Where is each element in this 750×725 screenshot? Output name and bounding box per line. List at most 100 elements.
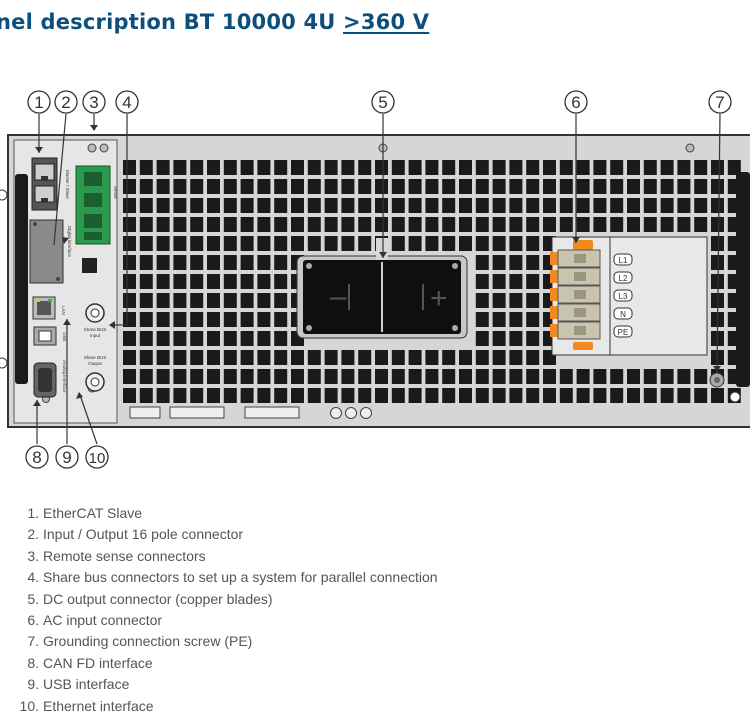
vent-slot xyxy=(526,312,540,327)
vent-slot xyxy=(727,312,741,327)
vent-slot xyxy=(408,350,422,365)
vent-slot xyxy=(475,274,489,289)
vent-slot xyxy=(459,388,472,403)
ac-terminal-tab xyxy=(550,252,558,265)
legend-item-text: AC input connector xyxy=(43,611,163,628)
vent-slot xyxy=(576,388,590,403)
callout-circle xyxy=(25,445,49,469)
vent-slot xyxy=(509,274,523,289)
vent-slot xyxy=(391,179,405,194)
vent-slot xyxy=(459,179,472,194)
vent-slot xyxy=(627,160,640,175)
bottom-round-3 xyxy=(360,407,372,419)
vent-slot xyxy=(307,217,321,232)
vent-slot xyxy=(291,350,304,365)
vent-slot xyxy=(139,293,153,308)
callout-number: 2 xyxy=(61,93,70,112)
page-title: nel description BT 10000 4U >360 V xyxy=(0,10,430,34)
vent-slot xyxy=(492,274,506,289)
vent-slot xyxy=(643,388,657,403)
vent-slot xyxy=(190,160,204,175)
ac-terminal-tab xyxy=(550,270,558,283)
vent-slot xyxy=(257,198,271,213)
analog-interface-port xyxy=(33,362,57,398)
vent-slot xyxy=(223,217,237,232)
vent-slot xyxy=(660,388,674,403)
vent-slot xyxy=(509,217,523,232)
left-mount-hole-top xyxy=(0,189,8,201)
legend-item-text: USB interface xyxy=(43,676,130,693)
ac-terminal-label: L2 xyxy=(619,274,628,283)
vent-slot xyxy=(223,293,237,308)
vent-slot xyxy=(727,331,741,346)
vent-slot xyxy=(207,179,220,194)
vent-slot xyxy=(475,331,489,346)
vent-slot xyxy=(727,217,741,232)
vent-slot xyxy=(207,255,220,270)
vent-slot xyxy=(358,198,372,213)
vent-slot xyxy=(576,198,590,213)
callout-number: 1 xyxy=(34,93,43,112)
vent-slot xyxy=(391,236,405,251)
legend-item: 10.Ethernet interface xyxy=(0,696,438,717)
vent-slot xyxy=(207,198,220,213)
vent-slot xyxy=(291,160,304,175)
vent-slot xyxy=(643,160,657,175)
vent-slot xyxy=(139,236,153,251)
vent-slot xyxy=(257,255,271,270)
vent-slot xyxy=(324,236,338,251)
vent-slot xyxy=(257,274,271,289)
vent-slot xyxy=(190,179,204,194)
vent-slot xyxy=(207,388,220,403)
vent-slot xyxy=(492,331,506,346)
vent-slot xyxy=(223,312,237,327)
vent-slot xyxy=(324,217,338,232)
vent-slot xyxy=(240,331,254,346)
vent-slot xyxy=(425,217,439,232)
vent-slot xyxy=(442,217,456,232)
vent-slot xyxy=(727,179,741,194)
vent-slot xyxy=(240,274,254,289)
vent-slot xyxy=(324,388,338,403)
vent-slot xyxy=(324,198,338,213)
vent-slot xyxy=(543,369,556,384)
vent-slot xyxy=(492,160,506,175)
legend-item-number: 2. xyxy=(27,526,39,543)
vent-slot xyxy=(425,160,439,175)
vent-slot xyxy=(610,217,624,232)
legend-item-number: 6. xyxy=(27,611,39,628)
vent-slot xyxy=(156,255,170,270)
vent-slot xyxy=(425,388,439,403)
vent-slot xyxy=(257,217,271,232)
vent-slot xyxy=(291,236,304,251)
vent-slot xyxy=(156,217,170,232)
vent-slot xyxy=(307,198,321,213)
vent-slot xyxy=(677,198,691,213)
vent-slot xyxy=(223,198,237,213)
ac-terminal-label-box xyxy=(613,289,633,302)
vent-slot xyxy=(677,388,691,403)
vent-slot xyxy=(207,217,220,232)
vent-slot xyxy=(173,160,187,175)
vent-slot xyxy=(291,217,304,232)
left-mount-hole-bottom xyxy=(0,357,8,369)
vent-slot xyxy=(257,293,271,308)
vent-slot xyxy=(257,388,271,403)
callout-number: 10 xyxy=(89,450,106,467)
vent-slot xyxy=(190,274,204,289)
vent-slot xyxy=(660,179,674,194)
vent-slot xyxy=(240,369,254,384)
vent-slot xyxy=(240,388,254,403)
ac-terminal-latch xyxy=(573,342,593,350)
ac-terminal-tab xyxy=(550,306,558,319)
vent-slot xyxy=(207,274,220,289)
vent-slot xyxy=(559,179,573,194)
legend-item-text: Remote sense connectors xyxy=(43,547,206,564)
ac-terminal-screw xyxy=(574,290,586,299)
vent-slot xyxy=(509,179,523,194)
vent-slot xyxy=(526,293,540,308)
bottom-round-2 xyxy=(345,407,357,419)
vent-slot xyxy=(156,198,170,213)
